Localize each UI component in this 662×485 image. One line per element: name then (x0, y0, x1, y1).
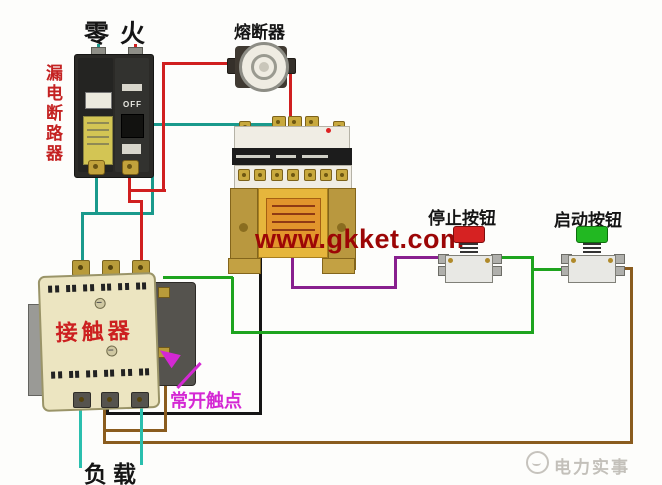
wire-neutral-main (95, 160, 98, 215)
aux-terminal-bottom (158, 347, 170, 358)
wire-load-right (140, 408, 143, 465)
breaker-rating-label (83, 116, 113, 165)
aux-terminal-top (158, 287, 170, 298)
leakage-breaker-label: 漏 电 断 路 器 (46, 64, 63, 163)
start-button-label: 启动按钮 (554, 211, 622, 230)
transformer-terminal-strip-top (234, 126, 350, 150)
wire-load-left (79, 396, 82, 468)
contactor-bottom-terminal-T1 (73, 392, 91, 408)
transformer-secondary-terminal (254, 169, 266, 181)
wire-green-control (531, 256, 534, 334)
contactor-bottom-terminal-T3 (131, 392, 149, 408)
wire-live-to-fuse (128, 160, 131, 203)
start-button-body (568, 255, 616, 283)
neutral-label: 零 (84, 20, 110, 48)
transformer-secondary-terminal (320, 169, 332, 181)
wire-live-to-fuse (162, 62, 234, 65)
wire-neutral-main (81, 212, 154, 215)
wire-fuse-to-transformer (289, 66, 292, 124)
wire-secondary-black (106, 412, 262, 415)
wire-green-control (531, 268, 572, 271)
fuse (239, 42, 289, 92)
contactor-label: 接触器 (55, 317, 135, 346)
breaker-bottom-tag (122, 144, 141, 154)
contactor: 接触器 (37, 271, 161, 413)
contactor-main-terminal-L1 (72, 260, 90, 276)
breaker-brand-mark (122, 84, 142, 91)
wire-live-to-contactor (140, 200, 143, 264)
wire-brown-control (103, 404, 106, 444)
transformer-left-leg (230, 188, 258, 270)
wire-brown-control (103, 441, 633, 444)
wire-brown-control (164, 352, 167, 432)
wire-secondary-purple (291, 286, 397, 289)
live-label: 火 (120, 20, 146, 48)
transformer-nameplate (232, 148, 352, 165)
brand-logo (526, 451, 549, 474)
wire-live-to-fuse (128, 189, 166, 192)
watermark-center: www.gkket.com (255, 224, 465, 254)
breaker-terminal-bottom-right (122, 160, 139, 175)
fuse-center (259, 62, 269, 72)
contactor-bottom-terminal-T2 (101, 392, 119, 408)
transformer-coil-label (266, 198, 321, 248)
control-transformer (226, 112, 356, 274)
breaker-toggle (121, 114, 144, 138)
wire-green-control (163, 276, 233, 279)
breaker-window (85, 92, 112, 109)
no-contact-label: 常开触点 (170, 391, 242, 411)
wire-live-to-fuse (162, 62, 165, 192)
wire-brown-control (630, 268, 633, 444)
breaker-right-pole: OFF (115, 58, 149, 172)
start-button-cap (576, 226, 608, 243)
breaker-off-text: OFF (123, 100, 142, 109)
breaker-left-pole (78, 58, 113, 172)
stop-button-body (445, 255, 493, 283)
transformer-secondary-terminal (238, 169, 250, 181)
breaker-terminal-bottom-left (88, 160, 105, 175)
wire-secondary-black (259, 175, 262, 415)
transformer-secondary-terminal (304, 169, 316, 181)
wire-live-to-contactor (128, 200, 143, 203)
brand-watermark: 电力实事 (554, 458, 630, 477)
wire-green-control (231, 331, 534, 334)
contactor-vents-top (48, 282, 147, 293)
fuse-label: 熔断器 (234, 23, 285, 42)
wire-green-control (489, 256, 534, 259)
transformer-secondary-terminal (271, 169, 283, 181)
stop-button-spring (460, 243, 478, 245)
contactor-screw (94, 297, 106, 310)
wire-neutral-main (151, 123, 277, 126)
fuse-ring (251, 54, 277, 80)
start-button (561, 224, 625, 283)
stop-button-label: 停止按钮 (428, 209, 496, 228)
wire-neutral-main (81, 212, 84, 268)
stop-button (438, 224, 502, 283)
transformer-right-leg (328, 188, 356, 270)
start-button-spring (583, 243, 601, 245)
wire-secondary-purple (394, 257, 397, 289)
transformer-indicator (326, 128, 331, 133)
transformer-coil (258, 188, 328, 258)
transformer-foot-right (322, 258, 355, 274)
transformer-secondary-terminal (336, 169, 348, 181)
contactor-screw (106, 345, 118, 357)
stop-button-cap (453, 226, 485, 243)
leakage-breaker: OFF (74, 54, 154, 178)
wire-brown-control (103, 429, 167, 432)
wire-green-control (231, 277, 234, 334)
load-label: 负载 (84, 461, 142, 485)
wire-secondary-purple (394, 256, 447, 259)
transformer-foot-left (228, 258, 261, 274)
transformer-secondary-terminal (287, 169, 299, 181)
contactor-vents-bottom (51, 368, 150, 379)
